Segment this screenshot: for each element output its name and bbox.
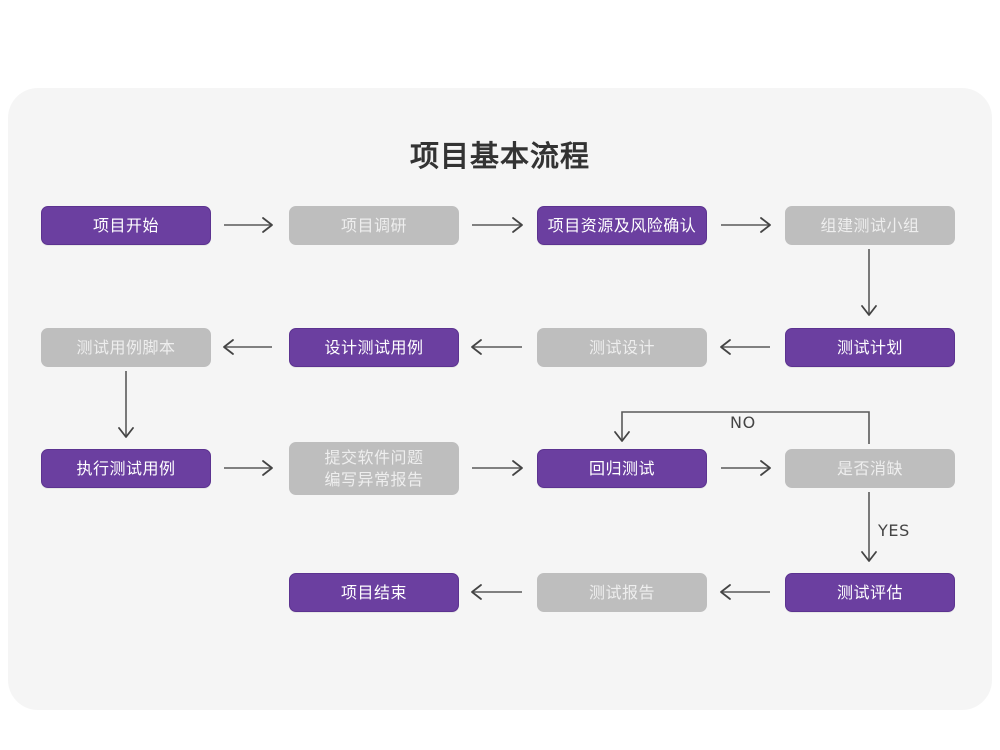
flow-node-defect-resolved-decision[interactable]: 是否消缺 — [785, 449, 955, 488]
flow-node-execute-test-case[interactable]: 执行测试用例 — [41, 449, 211, 488]
page-title: 项目基本流程 — [409, 139, 590, 173]
branch-label-yes: YES — [878, 521, 910, 540]
flow-node-test-plan[interactable]: 测试计划 — [785, 328, 955, 367]
flow-node-project-start[interactable]: 项目开始 — [41, 206, 211, 245]
flow-node-project-research[interactable]: 项目调研 — [289, 206, 459, 245]
flow-node-resource-risk-confirm[interactable]: 项目资源及风险确认 — [537, 206, 707, 245]
flowchart-panel — [8, 88, 992, 710]
flow-node-test-case-script[interactable]: 测试用例脚本 — [41, 328, 211, 367]
flow-node-regression-test[interactable]: 回归测试 — [537, 449, 707, 488]
flow-node-submit-defect-report[interactable]: 提交软件问题 编写异常报告 — [289, 442, 459, 495]
branch-label-no: NO — [730, 413, 756, 432]
flow-node-design-test-case[interactable]: 设计测试用例 — [289, 328, 459, 367]
flow-node-test-design[interactable]: 测试设计 — [537, 328, 707, 367]
flow-node-test-evaluation[interactable]: 测试评估 — [785, 573, 955, 612]
flow-node-form-test-team[interactable]: 组建测试小组 — [785, 206, 955, 245]
flow-node-test-report[interactable]: 测试报告 — [537, 573, 707, 612]
flow-node-project-end[interactable]: 项目结束 — [289, 573, 459, 612]
